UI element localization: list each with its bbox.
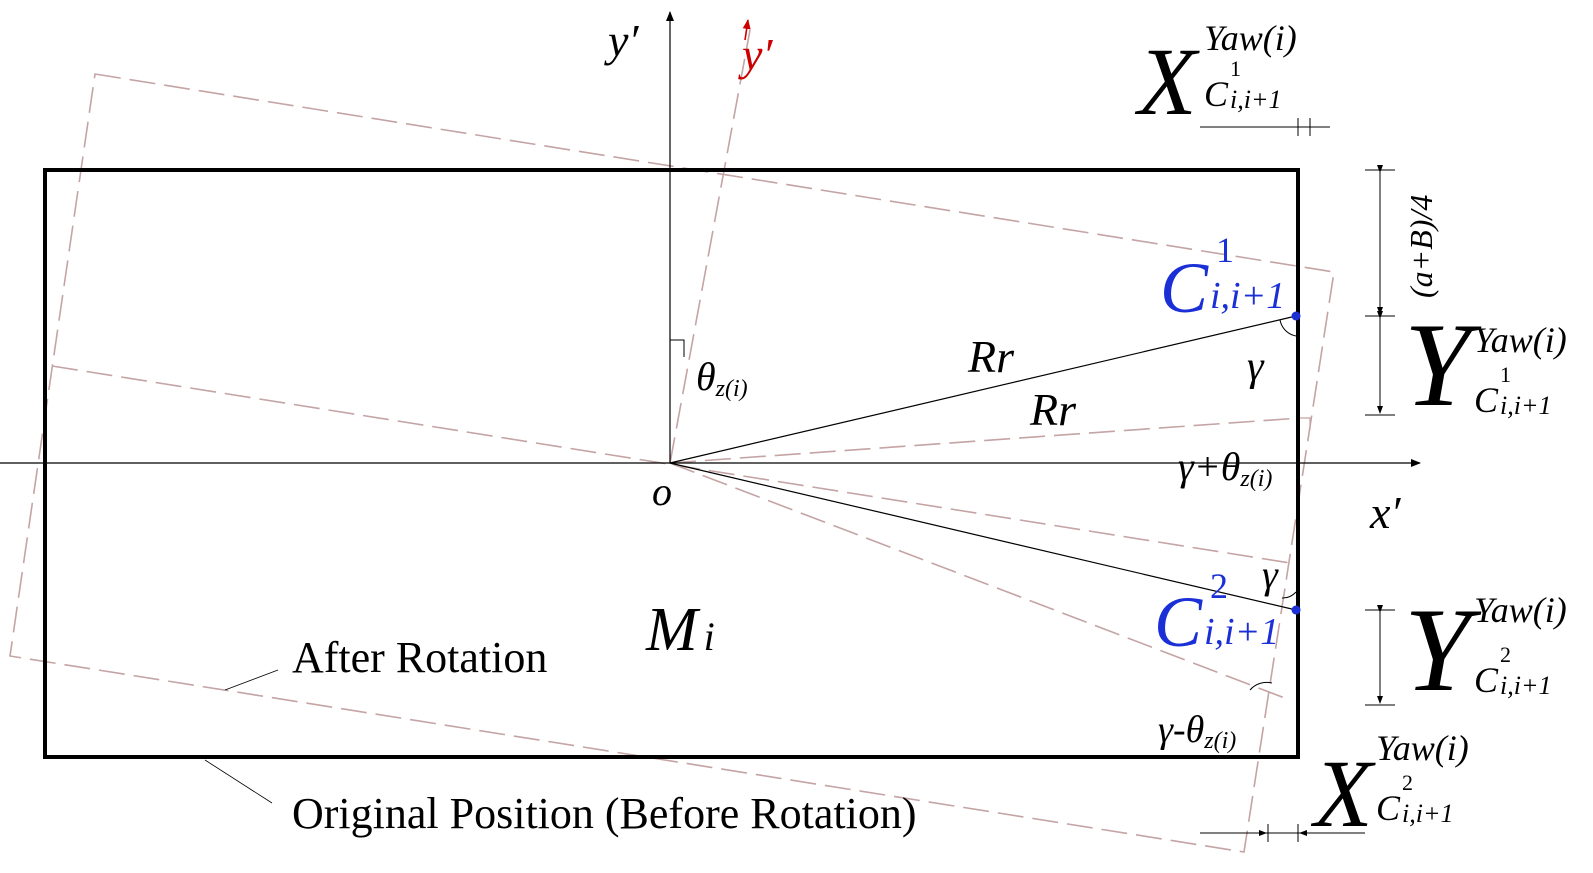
svg-text:Y: Y <box>1404 298 1482 431</box>
point-c1 <box>1291 311 1301 321</box>
dimension-a-b-label: (a+B)/4 <box>1403 195 1439 298</box>
point-c2 <box>1291 605 1301 615</box>
radius-dashed-lower <box>669 462 1291 701</box>
gamma-minus-arc <box>1249 681 1273 691</box>
origin-label: o <box>652 469 672 514</box>
theta-label: θz(i) <box>696 354 748 402</box>
dimension-a-b <box>1365 165 1395 416</box>
svg-text:Yaw(i): Yaw(i) <box>1474 320 1567 360</box>
radius-line-c1 <box>669 315 1297 464</box>
dimension-x-c2 <box>1200 824 1365 842</box>
svg-text:Yaw(i): Yaw(i) <box>1204 18 1297 58</box>
x-yaw-c2-label: X Yaw(i) C 2 i,i+1 <box>1310 728 1469 847</box>
svg-text:2: 2 <box>1210 566 1228 606</box>
svg-text:C: C <box>1474 380 1499 420</box>
radius-dashed-upper <box>669 417 1301 464</box>
rr-lower-label: Rr <box>1029 384 1077 435</box>
svg-text:1: 1 <box>1230 56 1241 81</box>
gamma-upper-arc <box>1279 319 1297 337</box>
svg-text:2: 2 <box>1500 642 1511 667</box>
svg-text:C: C <box>1204 74 1229 114</box>
dimension-x-c1 <box>1200 118 1330 136</box>
svg-text:Y: Y <box>1404 583 1482 716</box>
rotated-rect-outline <box>9 73 1335 853</box>
rr-upper-label: Rr <box>967 331 1015 382</box>
x-yaw-c1-label: X Yaw(i) C 1 i,i+1 <box>1134 18 1297 135</box>
svg-text:2: 2 <box>1402 770 1413 795</box>
svg-text:C: C <box>1154 582 1203 662</box>
svg-text:1: 1 <box>1500 362 1511 387</box>
svg-text:Yaw(i): Yaw(i) <box>1376 728 1469 768</box>
svg-text:i,i+1: i,i+1 <box>1500 391 1552 420</box>
gamma-lower-arc <box>1281 591 1297 599</box>
after-rotation-label: After Rotation <box>292 633 547 682</box>
gamma-minus-theta-label: γ-θz(i) <box>1158 709 1236 754</box>
original-position-leader <box>204 759 273 804</box>
y-prime-label: y′ <box>604 15 639 66</box>
c1-label: C 1 i,i+1 <box>1160 230 1285 328</box>
original-position-outline <box>9 29 1335 853</box>
svg-text:X: X <box>1310 740 1376 847</box>
svg-text:i,i+1: i,i+1 <box>1204 611 1279 653</box>
original-position-label: Original Position (Before Rotation) <box>292 789 916 838</box>
svg-text:i,i+1: i,i+1 <box>1210 275 1285 317</box>
theta-angle-mark <box>670 339 685 357</box>
gamma-plus-mark <box>1300 417 1311 430</box>
dimension-y-c2 <box>1365 605 1395 706</box>
svg-text:1: 1 <box>1216 230 1234 270</box>
svg-text:i,i+1: i,i+1 <box>1402 799 1454 828</box>
gamma-plus-theta-label: γ+θz(i) <box>1178 444 1272 492</box>
gamma-lower-label: γ <box>1262 552 1279 597</box>
c2-label: C 2 i,i+1 <box>1154 566 1279 662</box>
svg-text:X: X <box>1134 28 1200 135</box>
after-rotation-leader <box>224 669 279 691</box>
rotated-y-prime-label: y′ <box>738 29 773 80</box>
radius-line-c2 <box>669 462 1297 611</box>
y-yaw-c1-label: Y Yaw(i) C 1 i,i+1 <box>1404 298 1567 431</box>
svg-text:C: C <box>1376 788 1401 828</box>
rotated-center-line <box>51 365 1291 564</box>
svg-text:C: C <box>1474 660 1499 700</box>
rotated-y-axis-line <box>669 29 751 464</box>
svg-text:i,i+1: i,i+1 <box>1500 671 1552 700</box>
x-prime-label: x′ <box>1369 487 1401 538</box>
rotated-y-axis-arrow <box>742 19 751 41</box>
svg-text:C: C <box>1160 248 1209 328</box>
svg-text:Yaw(i): Yaw(i) <box>1474 590 1567 630</box>
gamma-upper-label: γ <box>1247 344 1265 390</box>
y-yaw-c2-label: Y Yaw(i) C 2 i,i+1 <box>1404 583 1567 716</box>
svg-text:i,i+1: i,i+1 <box>1230 85 1282 114</box>
